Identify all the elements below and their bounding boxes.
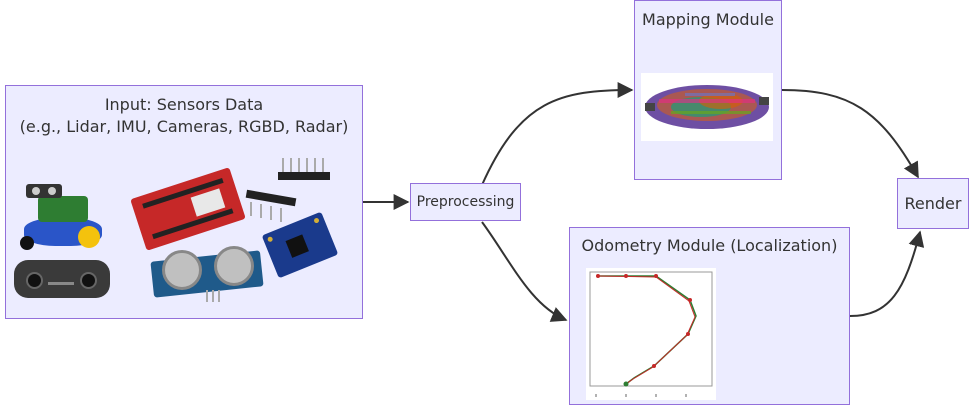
input-title-line2: (e.g., Lidar, IMU, Cameras, RGBD, Radar) xyxy=(19,117,349,136)
input-node: Input: Sensors Data (e.g., Lidar, IMU, C… xyxy=(5,85,363,319)
edge-preprocessing-to-odometry xyxy=(481,221,568,322)
microcontroller-board-image xyxy=(130,167,246,251)
edge-preprocessing-to-mapping xyxy=(481,82,634,186)
trajectory-plot-image xyxy=(586,268,716,400)
render-label: Render xyxy=(904,194,962,213)
odometry-title: Odometry Module (Localization) xyxy=(581,236,838,255)
ultrasonic-sensor-image xyxy=(150,244,266,302)
input-title-line1: Input: Sensors Data xyxy=(104,95,264,114)
render-node: Render xyxy=(897,178,969,229)
preprocessing-label: Preprocessing xyxy=(416,194,515,210)
mapping-node: Mapping Module xyxy=(634,0,782,180)
depth-camera-image xyxy=(14,260,110,298)
map-point-cloud-image xyxy=(641,73,773,141)
edge-odometry-to-render xyxy=(849,230,925,317)
header-pins-image xyxy=(245,158,336,228)
robot-car-image xyxy=(16,178,106,254)
preprocessing-node: Preprocessing xyxy=(410,183,521,221)
mapping-title: Mapping Module xyxy=(642,10,774,29)
edge-mapping-to-render xyxy=(781,89,919,179)
odometry-node: Odometry Module (Localization) xyxy=(569,227,850,405)
